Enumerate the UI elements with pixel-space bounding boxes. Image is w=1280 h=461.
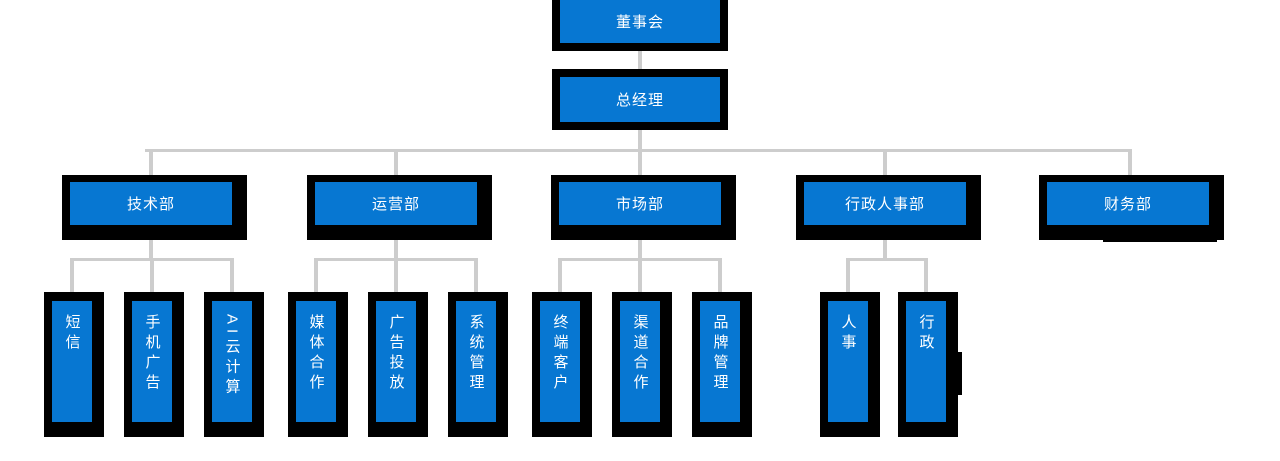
- org-node-system-mgmt[interactable]: 系统管理: [448, 292, 508, 437]
- org-node-hr[interactable]: 人事: [820, 292, 880, 437]
- org-node-general-manager[interactable]: 总经理: [552, 69, 728, 130]
- org-node-end-customers[interactable]: 终端客户: [532, 292, 592, 437]
- connector-line: [558, 258, 562, 296]
- org-node-dept-finance[interactable]: 财务部: [1039, 175, 1224, 240]
- org-node-label: 手机广告: [132, 301, 172, 422]
- connector-line: [883, 149, 887, 183]
- org-node-label: 运营部: [315, 182, 477, 225]
- org-node-board[interactable]: 董事会: [552, 0, 728, 51]
- connector-line: [638, 258, 642, 296]
- org-node-label: 系统管理: [456, 301, 496, 422]
- org-node-media-coop[interactable]: 媒体合作: [288, 292, 348, 437]
- connector-line: [846, 258, 928, 261]
- connector-line: [638, 121, 642, 153]
- org-node-admin[interactable]: 行政: [898, 292, 958, 437]
- org-node-ad-placement[interactable]: 广告投放: [368, 292, 428, 437]
- connector-line: [150, 258, 154, 296]
- org-node-ai-cloud[interactable]: AI云计算: [204, 292, 264, 437]
- connector-line: [883, 235, 887, 261]
- connector-line: [394, 149, 398, 183]
- connector-line: [70, 258, 74, 296]
- org-node-label: 财务部: [1047, 182, 1209, 225]
- connector-line: [638, 235, 642, 261]
- connector-line: [638, 44, 642, 77]
- org-node-dept-tech[interactable]: 技术部: [62, 175, 247, 240]
- org-node-label: 广告投放: [376, 301, 416, 422]
- connector-line: [924, 258, 928, 296]
- org-node-sms[interactable]: 短信: [44, 292, 104, 437]
- connector-line: [718, 258, 722, 296]
- org-node-mobile-ads[interactable]: 手机广告: [124, 292, 184, 437]
- org-node-label: 终端客户: [540, 301, 580, 422]
- org-node-dept-admin-hr[interactable]: 行政人事部: [796, 175, 981, 240]
- org-node-brand-mgmt[interactable]: 品牌管理: [692, 292, 752, 437]
- org-node-label: 品牌管理: [700, 301, 740, 422]
- connector-line: [314, 258, 318, 296]
- org-node-label: 行政: [906, 301, 946, 422]
- connector-line: [394, 235, 398, 261]
- org-node-dept-operations[interactable]: 运营部: [307, 175, 492, 240]
- org-node-dept-marketing[interactable]: 市场部: [551, 175, 736, 240]
- connector-line: [1128, 149, 1132, 183]
- connector-line: [638, 149, 642, 183]
- org-node-label: 技术部: [70, 182, 232, 225]
- org-node-label: 渠道合作: [620, 301, 660, 422]
- connector-line: [149, 149, 153, 183]
- org-node-label: 总经理: [560, 77, 720, 122]
- connector-line: [149, 235, 153, 261]
- org-node-label: AI云计算: [212, 301, 252, 422]
- org-node-label: 媒体合作: [296, 301, 336, 422]
- org-node-label: 短信: [52, 301, 92, 422]
- connector-line: [846, 258, 850, 296]
- org-node-label: 市场部: [559, 182, 721, 225]
- org-node-label: 行政人事部: [804, 182, 966, 225]
- connector-line: [394, 258, 398, 296]
- org-node-label: 董事会: [560, 0, 720, 43]
- org-node-label: 人事: [828, 301, 868, 422]
- org-node-channel-coop[interactable]: 渠道合作: [612, 292, 672, 437]
- connector-line: [230, 258, 234, 296]
- connector-line: [474, 258, 478, 296]
- shadow-artifact: [954, 352, 962, 395]
